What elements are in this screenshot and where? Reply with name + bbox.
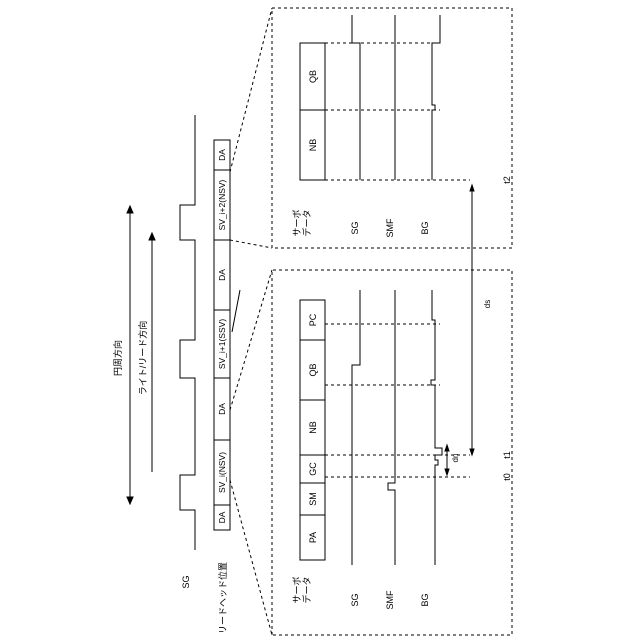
upper-vertical-guides [325, 43, 470, 180]
arrow-head-right [127, 206, 133, 213]
circumferential-label: 円周方向 [112, 340, 123, 376]
rotated-figure: 円周方向 ライト/リード方向 SG DA SV_i(NSV) DA SV_i+1(SS… [112, 8, 512, 635]
zoom-line-3 [230, 240, 272, 248]
upper-fields: NB QB [300, 43, 325, 180]
upper-bg-label: BG [420, 221, 430, 234]
zoom-line-4 [230, 8, 272, 172]
t2-mark: t2 [502, 176, 512, 184]
write-read-label: ライト/リード方向 [137, 321, 148, 396]
arrow-head-left [127, 497, 133, 504]
track-segment-label: DA [217, 403, 227, 415]
lower-sg-wave [352, 290, 360, 565]
lower-servo-data-label-2: データ [301, 576, 312, 603]
lower-field-label: QB [308, 363, 318, 376]
upper-smf-label: SMF [385, 218, 395, 238]
upper-bg-wave [432, 15, 440, 180]
track-segment-label: SV_i+2(NSV) [217, 179, 227, 230]
zoom-line-2 [230, 270, 272, 410]
lower-field-label: GC [308, 462, 318, 476]
track-segment-label: DA [217, 149, 227, 161]
track-segment-label: SV_i+1(SSV) [217, 319, 227, 369]
lower-smf-label: SMF [385, 590, 395, 610]
upper-servo-data-label-1: サーボ [292, 209, 302, 236]
lower-smf-wave [388, 290, 395, 565]
upper-sg-label: SG [350, 221, 360, 234]
sg-label: SG [181, 575, 191, 588]
arrow-head-right-2 [149, 233, 155, 240]
zoom-guides [230, 8, 512, 635]
lower-bg-label: BG [420, 593, 430, 606]
sg-waveform [180, 115, 195, 550]
track-segment-label: DA [217, 511, 227, 523]
lower-field-label: PC [308, 313, 318, 326]
lower-fields: PA SM GC NB QB PC [300, 300, 325, 560]
track-segments: DA SV_i(NSV) DA SV_i+1(SSV) DA SV_i+2(NSV) DA [214, 140, 230, 530]
upper-servo-data-label-2: データ [301, 209, 312, 236]
upper-sg-wave [352, 15, 360, 180]
lower-servo-data-label-1: サーボ [292, 576, 302, 603]
track-segment-label: DA [217, 269, 227, 281]
track-segment-label: SV_i(NSV) [217, 452, 227, 493]
t1-mark: t1 [502, 451, 512, 459]
lower-vertical-guides [325, 324, 470, 477]
dn-mark: dn [451, 454, 460, 463]
read-head-position-label: リードヘッド位置 [217, 562, 228, 634]
ds-mark: ds [483, 300, 492, 308]
upper-field-label: NB [308, 139, 318, 152]
lower-field-label: NB [308, 421, 318, 434]
zoom-line-1 [230, 480, 272, 635]
lower-field-label: SM [308, 492, 318, 506]
t0-mark: t0 [502, 473, 512, 481]
upper-field-label: QB [308, 70, 318, 83]
dn-indicator [445, 445, 449, 475]
lower-field-label: PA [308, 532, 318, 543]
read-head-pointer [232, 290, 240, 332]
ds-indicator [470, 185, 474, 455]
lower-bg-wave [431, 290, 442, 565]
lower-sg-label: SG [350, 593, 360, 606]
